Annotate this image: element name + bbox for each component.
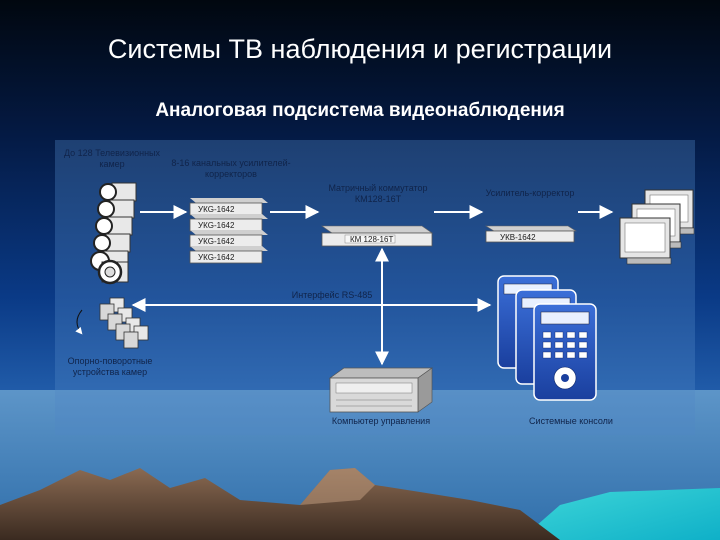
shore (520, 488, 720, 540)
ukg-label: УКG-1642 (198, 237, 235, 246)
amplifier-icon: УКВ-1642 (484, 225, 578, 243)
monitor-icon (619, 217, 672, 265)
page-subtitle: Аналоговая подсистема видеонаблюдения (155, 100, 565, 121)
cameras-group (90, 182, 137, 285)
camera-icon (93, 233, 131, 253)
page-title: Системы ТВ наблюдения и регистрации (107, 34, 613, 64)
consoles-label: Системные консоли (529, 416, 613, 426)
consoles-group (497, 275, 597, 401)
camera-icon (99, 182, 137, 202)
camera-icon (97, 259, 129, 285)
mountains (0, 468, 560, 540)
matrix-label: Матричный коммутатор КМ128-16Т (328, 183, 428, 204)
correctors-group: УКG-1642 УКG-1642 УКG-1642 УКG-1642 (189, 198, 268, 264)
connection-arrows (131, 205, 614, 366)
computer-label: Компьютер управления (331, 416, 431, 426)
mountain-highlight (300, 468, 375, 505)
amplifier-label: Усилитель-корректор (485, 188, 575, 198)
computer-icon (328, 367, 434, 413)
ukg-label: УКG-1642 (198, 205, 235, 214)
rotation-arrow (75, 309, 83, 335)
cameras-label: До 128 Телевизионных камер (63, 148, 161, 169)
amplifier-icon: УКG-1642 (189, 230, 268, 248)
ptz-group (75, 297, 149, 349)
camera-icon (95, 216, 133, 236)
km-label: КМ 128-16Т (350, 235, 393, 244)
monitors-group (619, 189, 695, 265)
ukg-label: УКG-1642 (198, 253, 235, 262)
matrix-switch-icon: КМ 128-16Т (321, 225, 433, 247)
console-icon (533, 303, 597, 401)
ptz-camera-icon (123, 325, 149, 349)
correctors-label: 8-16 канальных усилителей- корректоров (171, 158, 291, 179)
amplifier-icon: УКG-1642 (189, 246, 268, 264)
ptz-label: Опорно-поворотные устройства камер (67, 356, 153, 377)
amplifier-icon: УКG-1642 (189, 214, 268, 232)
ukb-label: УКВ-1642 (500, 233, 536, 242)
interface-label: Интерфейс RS-485 (291, 290, 373, 300)
camera-icon (97, 199, 135, 219)
ukg-label: УКG-1642 (198, 221, 235, 230)
amplifier-icon: УКG-1642 (189, 198, 268, 216)
